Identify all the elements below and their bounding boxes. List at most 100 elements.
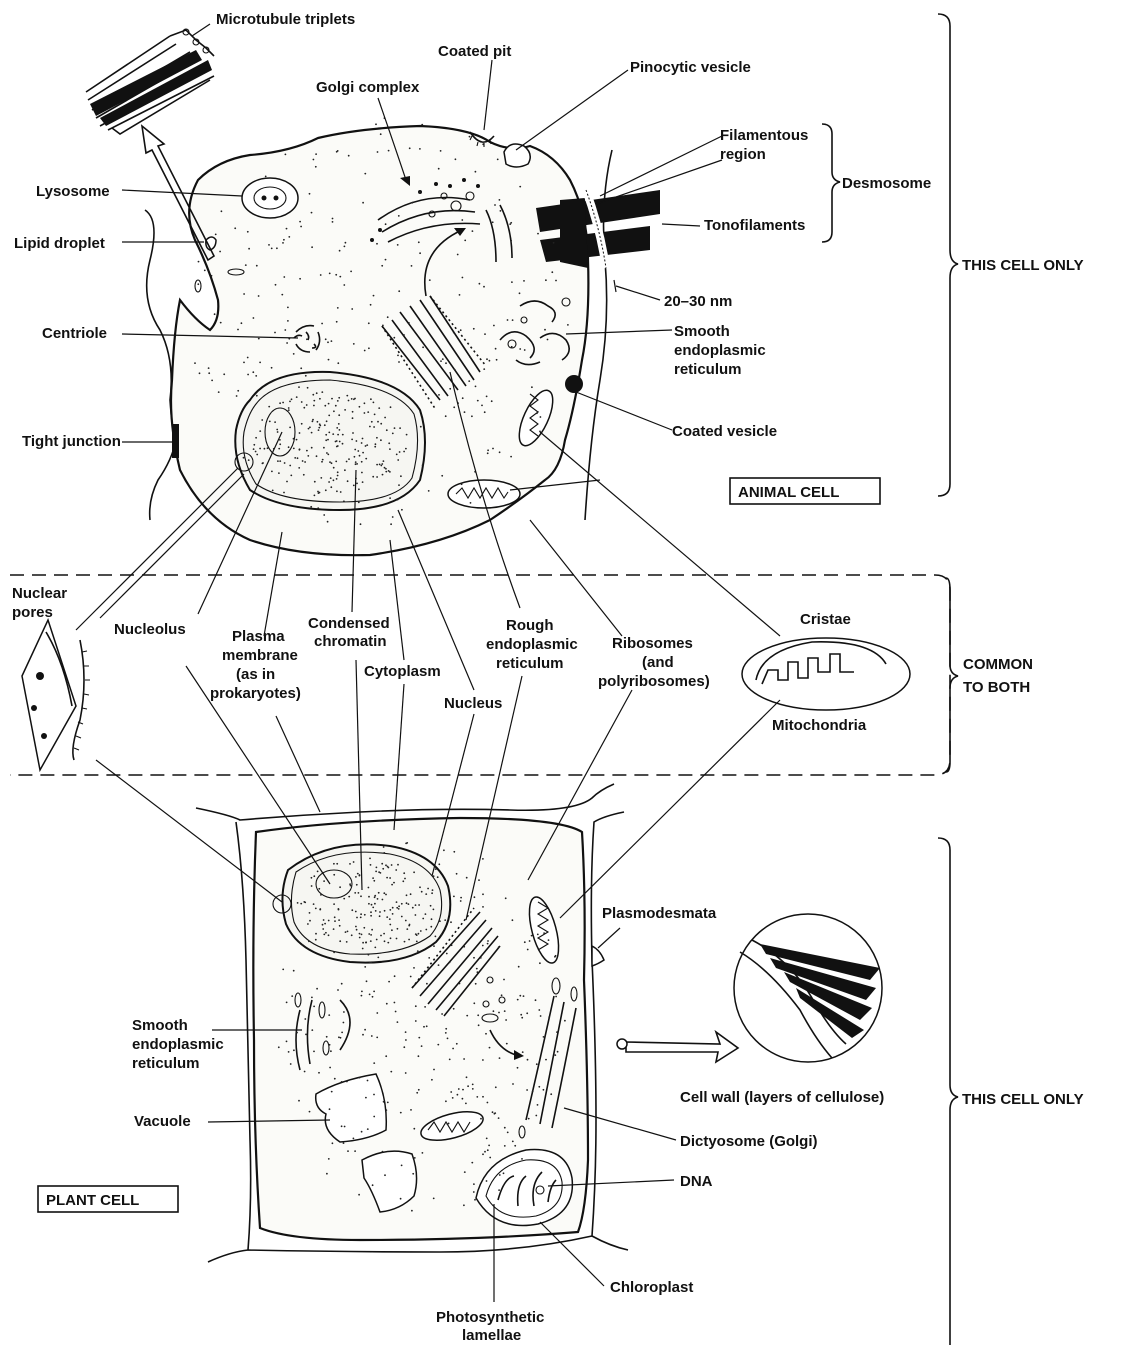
- stipple-dot: [293, 970, 295, 972]
- stipple-dot: [271, 367, 273, 369]
- stipple-dot: [503, 979, 505, 981]
- stipple-dot: [535, 1115, 537, 1117]
- stipple-dot: [313, 405, 315, 407]
- stipple-dot: [518, 966, 520, 968]
- stipple-dot: [356, 929, 358, 931]
- stipple-dot: [537, 934, 539, 936]
- stipple-dot: [335, 274, 337, 276]
- stipple-dot: [410, 1109, 412, 1111]
- label-rough-er-1: Rough: [506, 617, 553, 634]
- stipple-dot: [551, 271, 553, 273]
- stipple-dot: [544, 329, 546, 331]
- stipple-dot: [433, 909, 435, 911]
- stipple-dot: [344, 246, 346, 248]
- stipple-dot: [380, 133, 382, 135]
- cell-wall-detail: [617, 914, 882, 1062]
- stipple-dot: [354, 1150, 356, 1152]
- stipple-dot: [406, 928, 408, 930]
- stipple-dot: [284, 462, 286, 464]
- stipple-dot: [433, 875, 435, 877]
- stipple-dot: [497, 159, 499, 161]
- stipple-dot: [394, 427, 396, 429]
- stipple-dot: [353, 485, 355, 487]
- label-tight-junction: Tight junction: [22, 433, 121, 450]
- stipple-dot: [338, 397, 340, 399]
- stipple-dot: [312, 419, 314, 421]
- stipple-dot: [262, 463, 264, 465]
- stipple-dot: [521, 1158, 523, 1160]
- stipple-dot: [399, 427, 401, 429]
- label-gap-size: 20–30 nm: [664, 293, 732, 310]
- stipple-dot: [268, 406, 270, 408]
- stipple-dot: [338, 909, 340, 911]
- stipple-dot: [326, 420, 328, 422]
- label-golgi-complex: Golgi complex: [316, 79, 420, 96]
- stipple-dot: [482, 1096, 484, 1098]
- stipple-dot: [372, 907, 374, 909]
- stipple-dot: [396, 901, 398, 903]
- stipple-dot: [466, 877, 468, 879]
- stipple-dot: [286, 342, 288, 344]
- stipple-dot: [268, 244, 270, 246]
- stipple-dot: [390, 523, 392, 525]
- stipple-dot: [391, 929, 393, 931]
- stipple-dot: [375, 123, 377, 125]
- stipple-dot: [398, 908, 400, 910]
- stipple-dot: [291, 398, 293, 400]
- label-plasma-membrane-4: prokaryotes): [210, 685, 301, 702]
- stipple-dot: [419, 192, 421, 194]
- section-label-common-2: TO BOTH: [963, 679, 1030, 696]
- lysosome: [242, 178, 298, 218]
- stipple-dot: [248, 248, 250, 250]
- stipple-dot: [347, 1150, 349, 1152]
- stipple-dot: [492, 221, 494, 223]
- stipple-dot: [368, 954, 370, 956]
- stipple-dot: [538, 1009, 540, 1011]
- stipple-dot: [435, 868, 437, 870]
- stipple-dot: [389, 448, 391, 450]
- stipple-dot: [543, 1036, 545, 1038]
- stipple-dot: [477, 1014, 479, 1016]
- stipple-dot: [421, 1045, 423, 1047]
- stipple-dot: [487, 1102, 489, 1104]
- stipple-dot: [329, 461, 331, 463]
- stipple-dot: [310, 506, 312, 508]
- stipple-dot: [380, 423, 382, 425]
- label-centriole: Centriole: [42, 325, 107, 342]
- stipple-dot: [373, 880, 375, 882]
- stipple-dot: [537, 411, 539, 413]
- stipple-dot: [348, 458, 350, 460]
- stipple-dot: [520, 1014, 522, 1016]
- stipple-dot: [418, 933, 420, 935]
- label-plasma-membrane-3: (as in: [236, 666, 275, 683]
- stipple-dot: [243, 293, 245, 295]
- stipple-dot: [344, 409, 346, 411]
- stipple-dot: [398, 905, 400, 907]
- stipple-dot: [416, 941, 418, 943]
- stipple-dot: [339, 940, 341, 942]
- stipple-dot: [288, 236, 290, 238]
- stipple-dot: [288, 409, 290, 411]
- stipple-dot: [415, 1005, 417, 1007]
- stipple-dot: [540, 1015, 542, 1017]
- stipple-dot: [317, 507, 319, 509]
- stipple-dot: [289, 465, 291, 467]
- stipple-dot: [313, 400, 315, 402]
- stipple-dot: [316, 392, 318, 394]
- stipple-dot: [286, 1041, 288, 1043]
- stipple-dot: [259, 448, 261, 450]
- stipple-dot: [369, 858, 371, 860]
- animal-mitochondrion-1: [448, 480, 520, 508]
- stipple-dot: [460, 900, 462, 902]
- stipple-dot: [422, 346, 424, 348]
- stipple-dot: [311, 246, 313, 248]
- stipple-dot: [482, 143, 484, 145]
- stipple-dot: [361, 934, 363, 936]
- stipple-dot: [421, 124, 423, 126]
- stipple-dot: [449, 962, 451, 964]
- label-nucleolus: Nucleolus: [114, 621, 186, 638]
- stipple-dot: [385, 468, 387, 470]
- stipple-dot: [309, 1111, 311, 1113]
- stipple-dot: [362, 948, 364, 950]
